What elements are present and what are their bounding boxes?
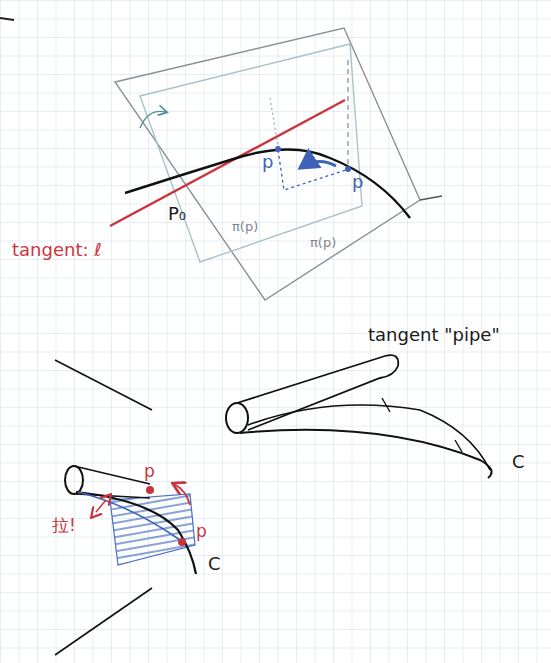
red-arrow	[174, 484, 190, 505]
note-label: 拉!	[52, 516, 76, 535]
curve-label: C	[208, 554, 221, 574]
pipe-label: tangent "pipe"	[368, 325, 500, 345]
curve-label: C	[512, 452, 525, 472]
point-label: p	[262, 152, 273, 172]
curved-pipe	[240, 430, 492, 478]
projection-label: π(p)	[310, 236, 336, 250]
stroke	[55, 588, 152, 655]
projection-arrow	[300, 161, 336, 168]
point	[178, 538, 186, 546]
point-label: p	[144, 462, 155, 481]
curve	[76, 492, 196, 574]
straight-pipe	[237, 355, 398, 430]
tangent-line	[110, 100, 345, 226]
projection-dash	[278, 150, 346, 190]
plane-edge	[420, 196, 442, 200]
blue-curve	[78, 492, 180, 540]
dashed-normal	[347, 60, 348, 168]
point-label: p	[352, 172, 363, 192]
curve	[125, 149, 410, 218]
projection-label: π(p)	[232, 220, 258, 234]
tick	[455, 440, 462, 452]
hatched-region	[110, 494, 195, 565]
tick	[382, 398, 390, 412]
stroke	[55, 360, 152, 410]
dotted-normal	[270, 98, 278, 146]
stray-mark	[0, 18, 14, 20]
pipe-end	[65, 466, 83, 494]
stretch-arrow	[96, 500, 106, 512]
tangent-label: tangent: ℓ	[12, 240, 102, 260]
point	[345, 166, 351, 172]
point	[146, 486, 154, 494]
pipe-end	[226, 403, 248, 433]
point-label: p	[196, 522, 207, 541]
rotation-arrow	[140, 111, 166, 128]
point	[275, 146, 281, 152]
curve	[248, 405, 490, 470]
outer-plane	[115, 28, 420, 300]
point-label: P₀	[168, 204, 186, 224]
